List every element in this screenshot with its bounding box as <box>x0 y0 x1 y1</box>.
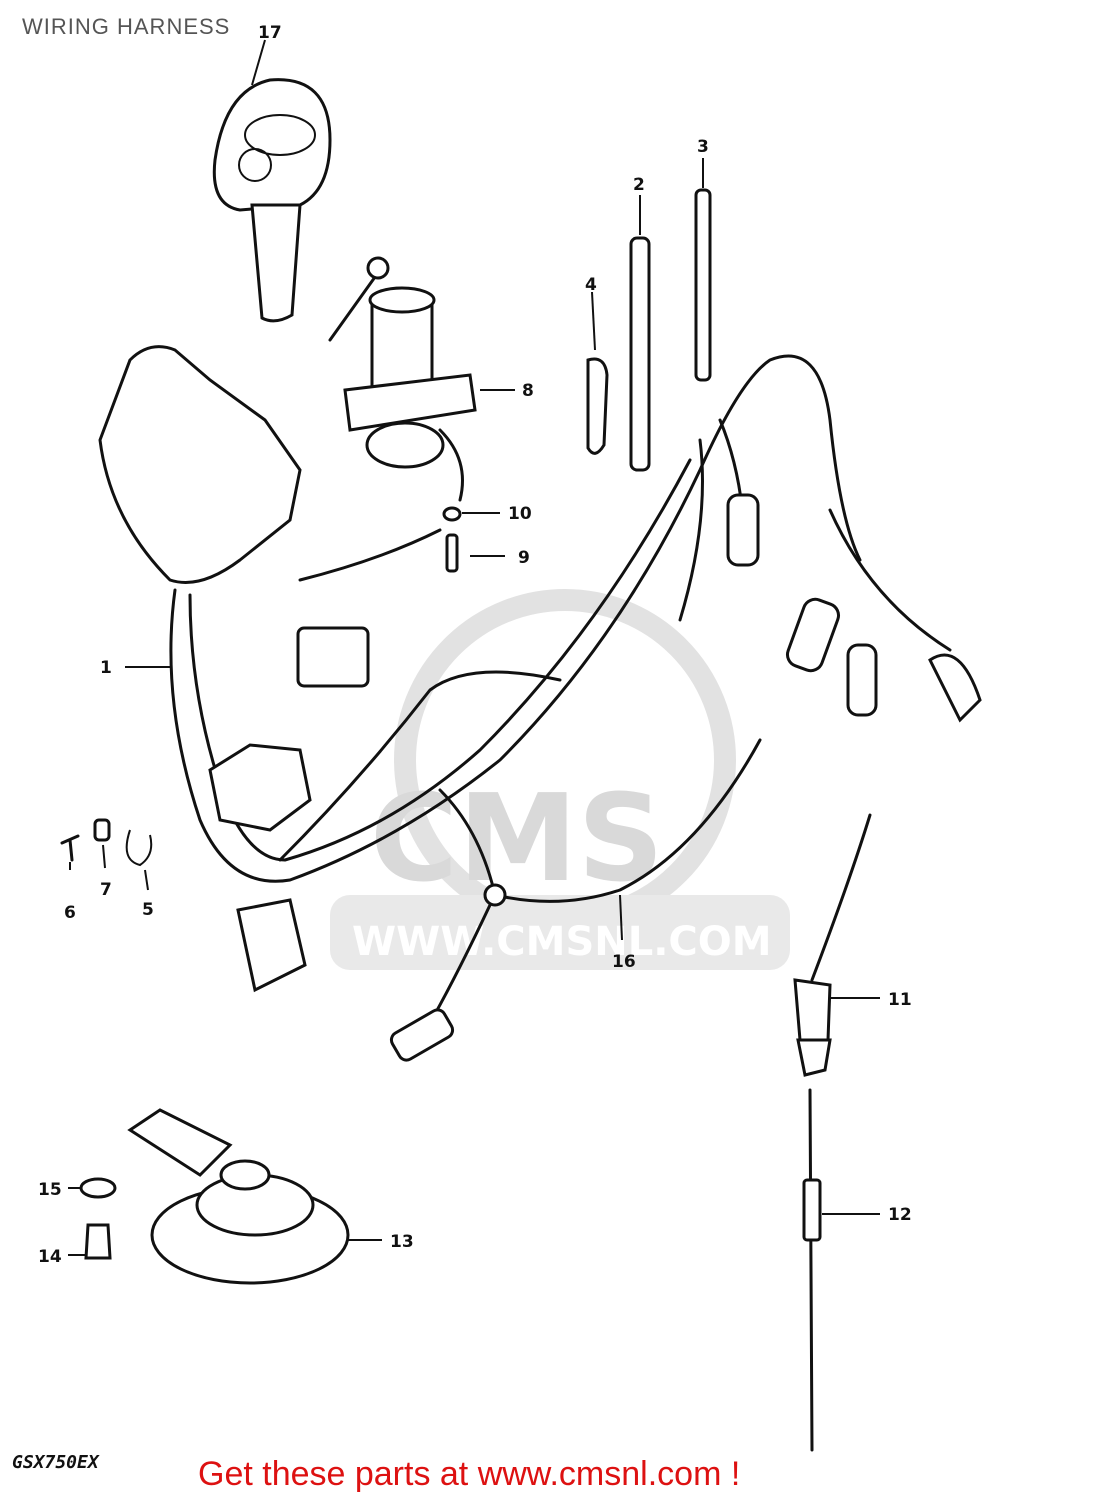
callout-11: 11 <box>888 990 912 1010</box>
callouts: 1 2 3 4 5 6 7 8 9 10 11 12 13 14 15 16 1… <box>38 23 912 1267</box>
part-key <box>212 78 332 323</box>
promo-link[interactable]: Get these parts at www.cmsnl.com ! <box>198 1455 741 1493</box>
callout-10: 10 <box>508 504 532 524</box>
part-cable-12 <box>802 1088 822 1452</box>
model-code: GSX750EX <box>12 1452 99 1473</box>
callout-2: 2 <box>633 175 645 195</box>
callout-1: 1 <box>100 658 112 678</box>
callout-17: 17 <box>258 23 282 43</box>
watermark-url-text: WWW.CMSNL.COM <box>352 919 772 965</box>
callout-4: 4 <box>585 275 597 295</box>
part-horn <box>79 1108 350 1285</box>
part-lead-11 <box>793 813 872 1077</box>
callout-3: 3 <box>697 137 709 157</box>
callout-12: 12 <box>888 1205 912 1225</box>
callout-14: 14 <box>38 1247 62 1267</box>
callout-7: 7 <box>100 880 112 900</box>
callout-15: 15 <box>38 1180 62 1200</box>
part-leads-2-3-4 <box>586 188 712 472</box>
part-fasteners-5-6-7 <box>60 818 153 867</box>
part-ground-lead <box>389 738 762 1062</box>
leader-lines <box>68 39 880 1256</box>
callout-16: 16 <box>612 952 636 972</box>
part-screws-9-10 <box>442 506 462 573</box>
callout-8: 8 <box>522 381 534 401</box>
part-bolt-14 <box>84 1223 112 1260</box>
part-ignition-switch <box>328 256 477 502</box>
callout-13: 13 <box>390 1232 414 1252</box>
watermark: CMS WWW.CMSNL.COM <box>330 589 790 970</box>
watermark-banner <box>330 895 790 970</box>
callout-6: 6 <box>64 903 76 923</box>
part-washer-15 <box>79 1177 117 1199</box>
diagram-title: WIRING HARNESS <box>22 14 231 39</box>
callout-9: 9 <box>518 548 530 568</box>
watermark-logo-text: CMS <box>370 770 664 909</box>
part-main-harness <box>98 345 982 993</box>
callout-5: 5 <box>142 900 154 920</box>
